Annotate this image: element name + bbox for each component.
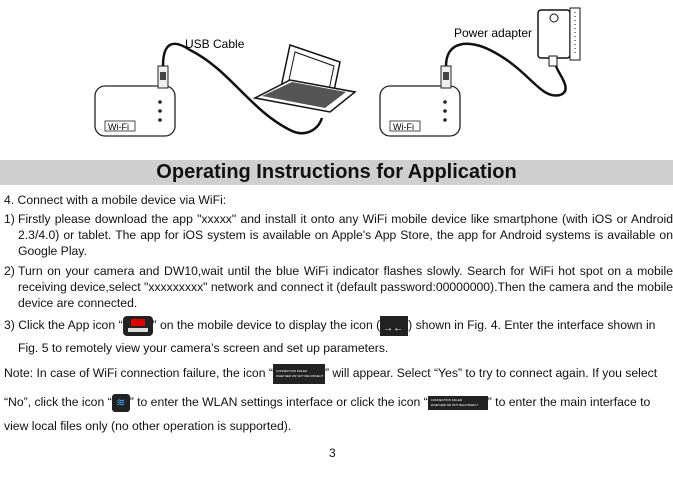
wifi-icon: ≋ — [111, 394, 130, 412]
note-part-a: Note: In case of WiFi connection failure… — [4, 366, 273, 381]
note-line1: Note: In case of WiFi connection failure… — [4, 364, 673, 384]
power-plug — [440, 42, 567, 97]
step-2-number: 2) — [4, 264, 15, 278]
power-adapter-icon — [537, 7, 581, 67]
note-part-c: “No”, click the icon “ — [4, 395, 112, 410]
note-line2: “No”, click the icon “≋” to enter the WL… — [4, 394, 673, 412]
connection-icon: →← — [380, 316, 409, 336]
connection-diagram: Wi-Fi USB Cable Wi-Fi Power adapter — [94, 7, 581, 137]
usb-plug — [157, 42, 324, 135]
laptop-icon — [252, 44, 357, 113]
step-3-part-a: 3) Click the App icon “ — [4, 318, 123, 333]
step-3-line2: Fig. 5 to remotely view your camera’s sc… — [18, 341, 389, 355]
connection-failed-icon-2: CONNECTION FAILED WHETHER OR NOT RECONNE… — [427, 396, 488, 410]
note-part-b: ” will appear. Select “Yes” to try to co… — [324, 366, 658, 381]
note-part-d: ” to enter the WLAN settings interface o… — [129, 395, 428, 410]
page-number: 3 — [329, 446, 336, 460]
camera-device-left: Wi-Fi — [94, 85, 176, 137]
step-1-text: Firstly please download the app "xxxxx" … — [18, 212, 673, 258]
app-icon — [122, 316, 153, 336]
camera-device-right: Wi-Fi — [379, 85, 461, 137]
note-line3: view local files only (no other operatio… — [4, 419, 292, 433]
step-3-line1: 3) Click the App icon “ ” on the mobile … — [4, 316, 673, 336]
step-4-heading: 4. Connect with a mobile device via WiFi… — [4, 193, 227, 207]
step-3-part-c: ) shown in Fig. 4. Enter the interface s… — [408, 318, 656, 333]
section-title: Operating Instructions for Application — [0, 160, 673, 185]
device-left-label: Wi-Fi — [108, 122, 129, 132]
step-3-part-b: ” on the mobile device to display the ic… — [152, 318, 381, 333]
step-2-text: Turn on your camera and DW10,wait until … — [18, 264, 673, 310]
connection-failed-icon: CONNECTION FAILED WHETHER OR NOT RECONNE… — [272, 364, 325, 384]
power-adapter-label: Power adapter — [454, 26, 532, 40]
device-right-label: Wi-Fi — [393, 122, 414, 132]
step-1-number: 1) — [4, 212, 15, 226]
note-part-e: ” to enter the main interface to — [487, 395, 651, 410]
usb-cable-label: USB Cable — [185, 37, 245, 51]
